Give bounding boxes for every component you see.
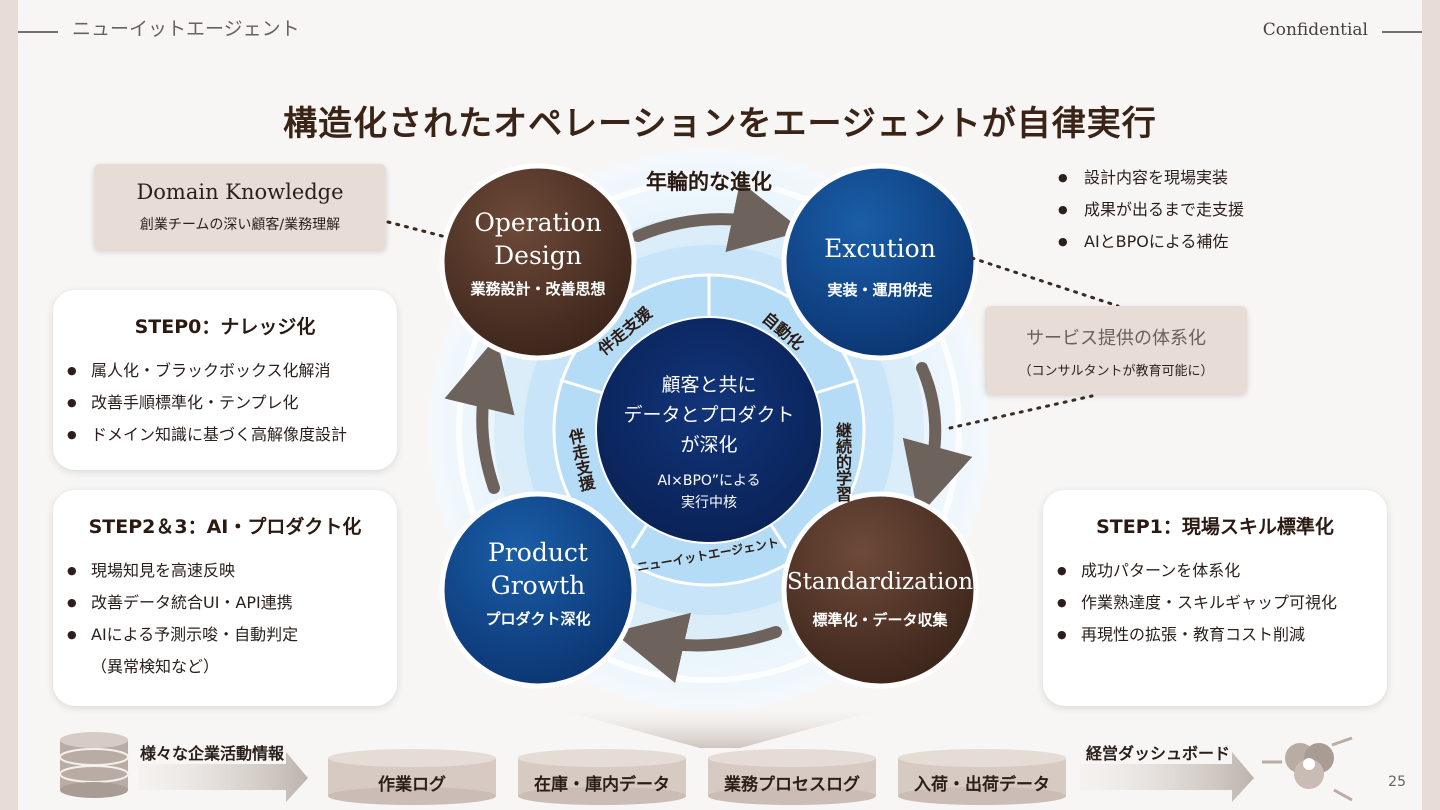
- label-standardization-jp: 標準化・データ収集: [812, 611, 948, 629]
- step23-item: 改善データ統合UI・API連携: [53, 587, 397, 619]
- dashboard-icon: [1262, 736, 1353, 802]
- execution-bullet: AIとBPOによる補佐: [1058, 226, 1244, 258]
- bottom-arrow-left: [138, 752, 308, 802]
- header-rule-left: [18, 31, 58, 33]
- dotted-connector-service-top: [970, 256, 1120, 308]
- step0-item: ドメイン知識に基づく高解像度設計: [53, 419, 397, 451]
- step0-item: 属人化・ブラックボックス化解消: [53, 355, 397, 387]
- center-line-2: データとプロダクト: [623, 404, 795, 426]
- header-rule-right: [1382, 31, 1422, 33]
- label-operation-design-en1: Operation: [474, 208, 602, 237]
- arrow-growth-to-design: [444, 337, 515, 494]
- execution-bullet: 設計内容を現場実装: [1058, 162, 1244, 194]
- cylinder-4: [898, 749, 1066, 805]
- domain-knowledge-title: Domain Knowledge: [136, 180, 344, 204]
- circle-product-growth: [439, 491, 637, 689]
- cylinder-2: [518, 749, 686, 805]
- label-operation-design-jp: 業務設計・改善思想: [470, 280, 606, 298]
- execution-bullet: 成果が出るまで走支援: [1058, 194, 1244, 226]
- step1-title: STEP1：現場スキル標準化: [1096, 516, 1334, 538]
- step23-item: AIによる予測示唆・自動判定: [53, 619, 397, 651]
- label-standardization: Standardization 標準化・データ収集: [784, 566, 976, 630]
- cylinder-3: [708, 749, 876, 805]
- center-sub-2: 実行中核: [681, 495, 737, 511]
- execution-bullets: 設計内容を現場実装 成果が出るまで走支援 AIとBPOによる補佐: [1058, 162, 1244, 258]
- label-product-growth-jp: プロダクト深化: [485, 610, 591, 628]
- cylinder-label-4: 入荷・出荷データ: [914, 775, 1050, 795]
- company-name: ニューイットエージェント: [72, 18, 300, 40]
- funnel-shape: [560, 710, 880, 748]
- arrow-design-to-exec: [632, 181, 804, 253]
- step23-list: 現場知見を高速反映 改善データ統合UI・API連携 AIによる予測示唆・自動判定…: [53, 555, 397, 683]
- cylinder-1: [328, 749, 496, 805]
- circle-standardization: [781, 491, 979, 689]
- step1-list: 成功パターンを体系化 作業熟達度・スキルギャップ可視化 再現性の拡張・教育コスト…: [1043, 555, 1387, 651]
- step0-card: STEP0：ナレッジ化 属人化・ブラックボックス化解消 改善手順標準化・テンプレ…: [53, 290, 397, 470]
- step1-item: 成功パターンを体系化: [1043, 555, 1387, 587]
- circle-operation-design: [439, 163, 637, 361]
- label-execution-jp: 実装・運用併走: [827, 281, 933, 299]
- step1-item: 作業熟達度・スキルギャップ可視化: [1043, 587, 1387, 619]
- dotted-connector-domain: [386, 220, 448, 239]
- arrow-exec-to-std: [902, 362, 973, 517]
- step23-item-continued: （異常検知など）: [91, 657, 220, 676]
- label-execution-en: Excution: [824, 234, 936, 263]
- page-title: 構造化されたオペレーションをエージェントが自律実行: [283, 104, 1157, 144]
- step23-card: STEP2＆3：AI・プロダクト化 現場知見を高速反映 改善データ統合UI・AP…: [53, 490, 397, 706]
- step0-title: STEP0：ナレッジ化: [134, 316, 316, 338]
- domain-knowledge-box: Domain Knowledge 創業チームの深い顧客/業務理解: [94, 164, 386, 250]
- dotted-connector-service-bottom: [948, 394, 1094, 430]
- database-icon: [59, 732, 129, 798]
- step23-item: 現場知見を高速反映: [53, 555, 397, 587]
- center-core: [595, 316, 823, 544]
- arrow-std-to-growth: [612, 612, 782, 684]
- step1-card: STEP1：現場スキル標準化 成功パターンを体系化 作業熟達度・スキルギャップ可…: [1043, 490, 1387, 706]
- cylinder-label-2: 在庫・庫内データ: [534, 775, 670, 795]
- center-sub-1: AI×BPO”による: [657, 473, 761, 489]
- label-execution: Excution 実装・運用併走: [790, 232, 970, 300]
- domain-knowledge-subtitle: 創業チームの深い顧客/業務理解: [139, 217, 341, 233]
- step23-title: STEP2＆3：AI・プロダクト化: [88, 516, 362, 538]
- circle-execution: [781, 163, 979, 361]
- step0-list: 属人化・ブラックボックス化解消 改善手順標準化・テンプレ化 ドメイン知識に基づく…: [53, 355, 397, 451]
- label-standardization-en: Standardization: [786, 569, 974, 595]
- label-operation-design-en2: Design: [494, 241, 582, 270]
- page-number: 25: [1388, 774, 1406, 790]
- bottom-right-label: 経営ダッシュボード: [1086, 744, 1231, 763]
- label-product-growth-en1: Product: [488, 538, 588, 567]
- cylinder-label-3: 業務プロセスログ: [724, 775, 860, 795]
- label-operation-design: Operation Design 業務設計・改善思想: [448, 206, 628, 299]
- step0-item: 改善手順標準化・テンプレ化: [53, 387, 397, 419]
- center-line-3: が深化: [680, 434, 738, 456]
- service-subtitle: （コンサルタントが教育可能に）: [1018, 364, 1214, 379]
- service-box: サービス提供の体系化 （コンサルタントが教育可能に）: [985, 306, 1247, 394]
- confidential-label: Confidential: [1262, 20, 1368, 40]
- center-line-1: 顧客と共に: [661, 374, 757, 396]
- center-text: 顧客と共に データとプロダクト が深化 AI×BPO”による 実行中核: [609, 370, 809, 514]
- bottom-arrow-right: [1080, 752, 1254, 802]
- label-product-growth: Product Growth プロダクト深化: [448, 536, 628, 629]
- ring-label-right: 継続的学習: [833, 422, 852, 502]
- service-title: サービス提供の体系化: [1026, 328, 1206, 349]
- bottom-left-label: 様々な企業活動情報: [140, 744, 285, 763]
- cylinder-label-1: 作業ログ: [378, 775, 446, 795]
- step1-item: 再現性の拡張・教育コスト削減: [1043, 619, 1387, 651]
- label-product-growth-en2: Growth: [490, 571, 586, 600]
- cycle-label: 年輪的な進化: [646, 170, 772, 194]
